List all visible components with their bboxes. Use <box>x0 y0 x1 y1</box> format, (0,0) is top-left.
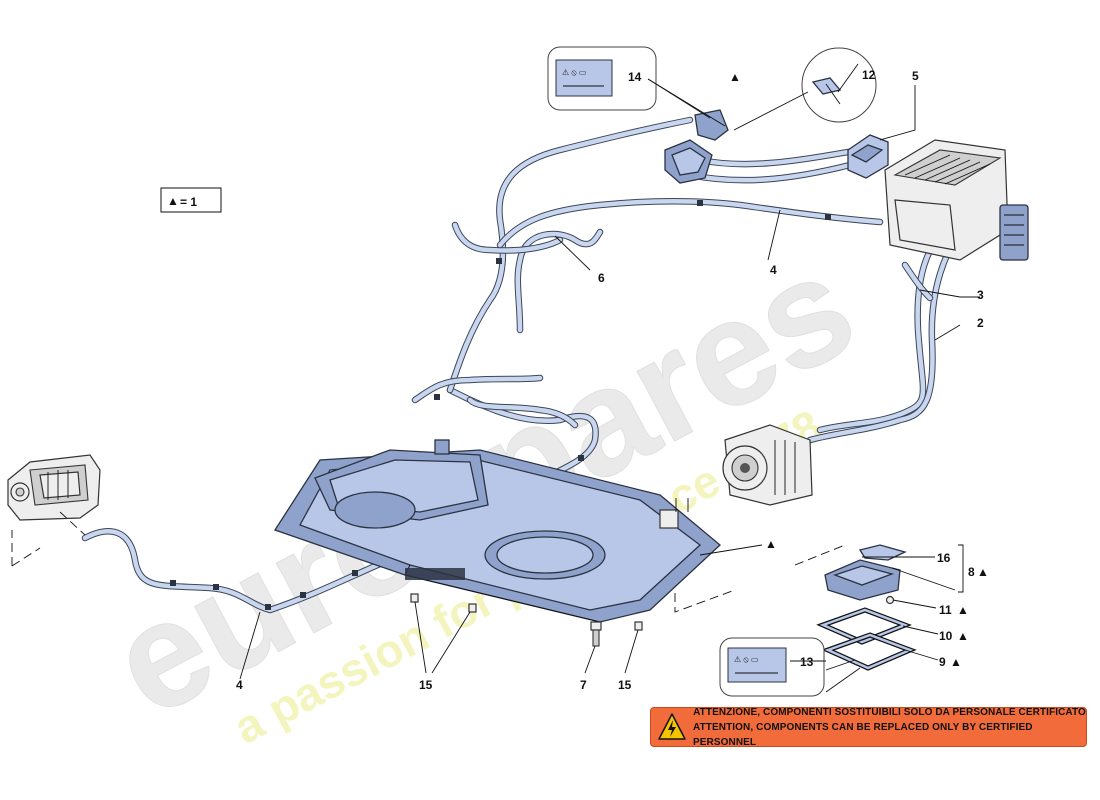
warning-line-english: ATTENTION, COMPONENTS CAN BE REPLACED ON… <box>693 721 1033 748</box>
label-bubble-14: ⚠ ⦸ ▭ <box>547 46 657 111</box>
callout-8: 8 <box>968 565 975 579</box>
callout-2: 2 <box>977 316 984 330</box>
label-warning-icon: ⚠ ⦸ ▭ <box>562 68 586 77</box>
label-bubble-13: ⚠ ⦸ ▭ <box>719 637 825 697</box>
callout-9: 9 <box>939 655 946 669</box>
callout-15-left: 15 <box>419 678 433 692</box>
callout-labels: 14 ▲ 12 5 6 4 3 2 ▲ 16 8 ▲ 11 ▲ 10 ▲ 9 ▲… <box>236 68 989 692</box>
control-box-5 <box>847 134 889 179</box>
callout-11-triangle: ▲ <box>957 603 969 617</box>
electric-motor <box>722 424 813 506</box>
leader-lines <box>239 78 980 693</box>
warning-text-block: ATTENZIONE, COMPONENTI SOSTITUIBILI SOLO… <box>693 705 1086 750</box>
callout-9-triangle: ▲ <box>950 655 962 669</box>
detail-bubble-12 <box>801 47 877 123</box>
high-voltage-warning-icon <box>658 713 686 740</box>
left-electronic-unit <box>7 454 101 521</box>
inverter-module <box>884 139 1029 261</box>
legend-box: ▲ = 1 <box>160 187 222 213</box>
callout-7: 7 <box>580 678 587 692</box>
callout-5: 5 <box>912 69 919 83</box>
callout-battery-triangle: ▲ <box>765 537 777 551</box>
connector-assembly <box>664 109 729 184</box>
callout-4-upper: 4 <box>770 263 777 277</box>
callout-12: 12 <box>862 68 876 82</box>
service-cover-kit <box>816 544 917 671</box>
callout-4-lower: 4 <box>236 678 243 692</box>
callout-3: 3 <box>977 288 984 302</box>
battery-pack <box>274 439 721 623</box>
callout-10: 10 <box>939 629 953 643</box>
cable-harness <box>81 116 969 614</box>
fasteners <box>410 593 643 647</box>
callout-14: 14 <box>628 70 642 84</box>
callout-15-right: 15 <box>618 678 632 692</box>
callout-10-triangle: ▲ <box>957 629 969 643</box>
callout-6: 6 <box>598 271 605 285</box>
legend-text: = 1 <box>180 195 197 209</box>
callout-13: 13 <box>800 655 814 669</box>
callout-16: 16 <box>937 551 951 565</box>
certified-personnel-warning: ATTENZIONE, COMPONENTI SOSTITUIBILI SOLO… <box>650 705 1087 750</box>
callout-14-triangle: ▲ <box>729 70 741 84</box>
legend-triangle: ▲ <box>167 194 179 208</box>
label-warning-icon-13: ⚠ ⦸ ▭ <box>734 655 758 664</box>
callout-11: 11 <box>939 603 952 617</box>
warning-line-italian: ATTENZIONE, COMPONENTI SOSTITUIBILI SOLO… <box>693 706 1086 718</box>
callout-8-triangle: ▲ <box>977 565 989 579</box>
